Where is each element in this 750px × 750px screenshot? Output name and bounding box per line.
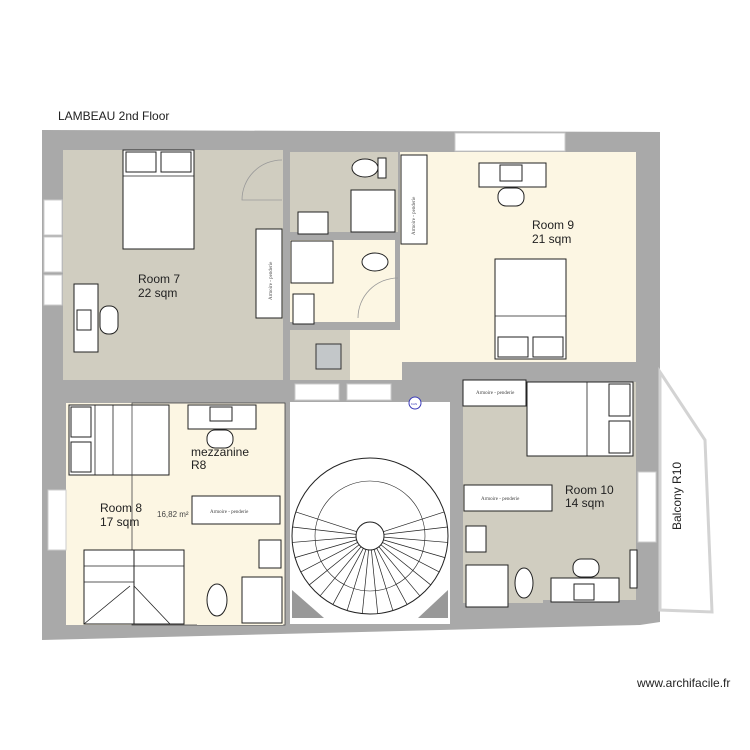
stair-tread: [294, 539, 357, 558]
stair-tread: [319, 546, 362, 597]
wardrobe-room-9: Armoire - penderie: [400, 154, 428, 245]
stair-tread: [380, 544, 431, 586]
plan-title: LAMBEAU 2nd Floor: [58, 109, 169, 123]
stair-tread: [382, 542, 440, 573]
hallway-cream: [350, 330, 402, 380]
stair-tread: [383, 511, 445, 533]
room-10-area: 14 sqm: [565, 496, 604, 510]
bathroom-room-10-fixtures: [465, 525, 534, 608]
door-room-7[interactable]: [241, 159, 283, 201]
stair-tread: [346, 549, 367, 611]
stair-tread: [373, 549, 394, 611]
svg-text:Armoire - penderie: Armoire - penderie: [476, 391, 515, 396]
room-9-area: 21 sqm: [532, 232, 571, 246]
stair-tread: [378, 546, 421, 597]
wardrobe-label: Armoire - penderie: [269, 261, 274, 300]
mezzanine-ref: R8: [191, 458, 207, 472]
stair-tread: [309, 544, 360, 586]
desk-mezzanine: [187, 404, 257, 449]
mezzanine-area: 16,82 m²: [157, 510, 189, 519]
room-7-name: Room 7: [138, 272, 180, 286]
marker-icon: [408, 396, 422, 410]
desk-room-9: [478, 162, 547, 207]
room-8-area: 17 sqm: [100, 515, 139, 529]
svg-text:Armoire - penderie: Armoire - penderie: [481, 497, 520, 502]
bed-room-9: [494, 258, 567, 360]
stair-tread: [300, 542, 358, 573]
balcony-r10: [658, 367, 714, 614]
stairs-room-8: [83, 549, 185, 625]
svg-text:Armoire - penderie: Armoire - penderie: [412, 196, 417, 235]
bed-room-7: [122, 149, 195, 250]
stair-tread: [383, 536, 448, 543]
stair-tread: [295, 511, 357, 533]
stair-tread: [383, 539, 446, 558]
spiral-staircase: [291, 457, 449, 618]
room-7-area: 22 sqm: [138, 286, 177, 300]
marker-label: KAN: [411, 402, 417, 406]
room-8-name: Room 8: [100, 501, 142, 515]
desk-room-7: [73, 283, 119, 353]
stair-tread: [292, 536, 357, 543]
stair-tread: [332, 548, 364, 605]
windows: [43, 132, 657, 551]
desk-room-10: [550, 549, 638, 603]
bed-room-10: [526, 381, 634, 457]
closet-box: [315, 343, 342, 370]
stair-tread: [371, 549, 379, 614]
mezzanine-name: mezzanine: [191, 445, 249, 459]
bed-room-8: [68, 404, 170, 476]
bathroom-room-8: [197, 533, 283, 625]
room-10-name: Room 10: [565, 483, 614, 497]
stair-tread: [292, 526, 357, 535]
bathroom-fixtures: [290, 157, 399, 325]
watermark: www.archifacile.fr: [636, 676, 730, 690]
stair-tread: [361, 549, 369, 614]
room-9-name: Room 9: [532, 218, 574, 232]
stair-tread: [383, 526, 448, 535]
balcony-label: Balcony R10: [670, 462, 684, 530]
wardrobe-room-10-top: Armoire - penderie: [462, 379, 527, 407]
wardrobe-room-10: Armoire - penderie: [463, 484, 553, 512]
wardrobe-mezzanine: Armoire - penderie: [191, 495, 281, 525]
stair-tread: [376, 548, 408, 605]
svg-text:Armoire - penderie: Armoire - penderie: [210, 510, 249, 515]
wardrobe-room-7: Armoire - penderie: [255, 228, 283, 319]
